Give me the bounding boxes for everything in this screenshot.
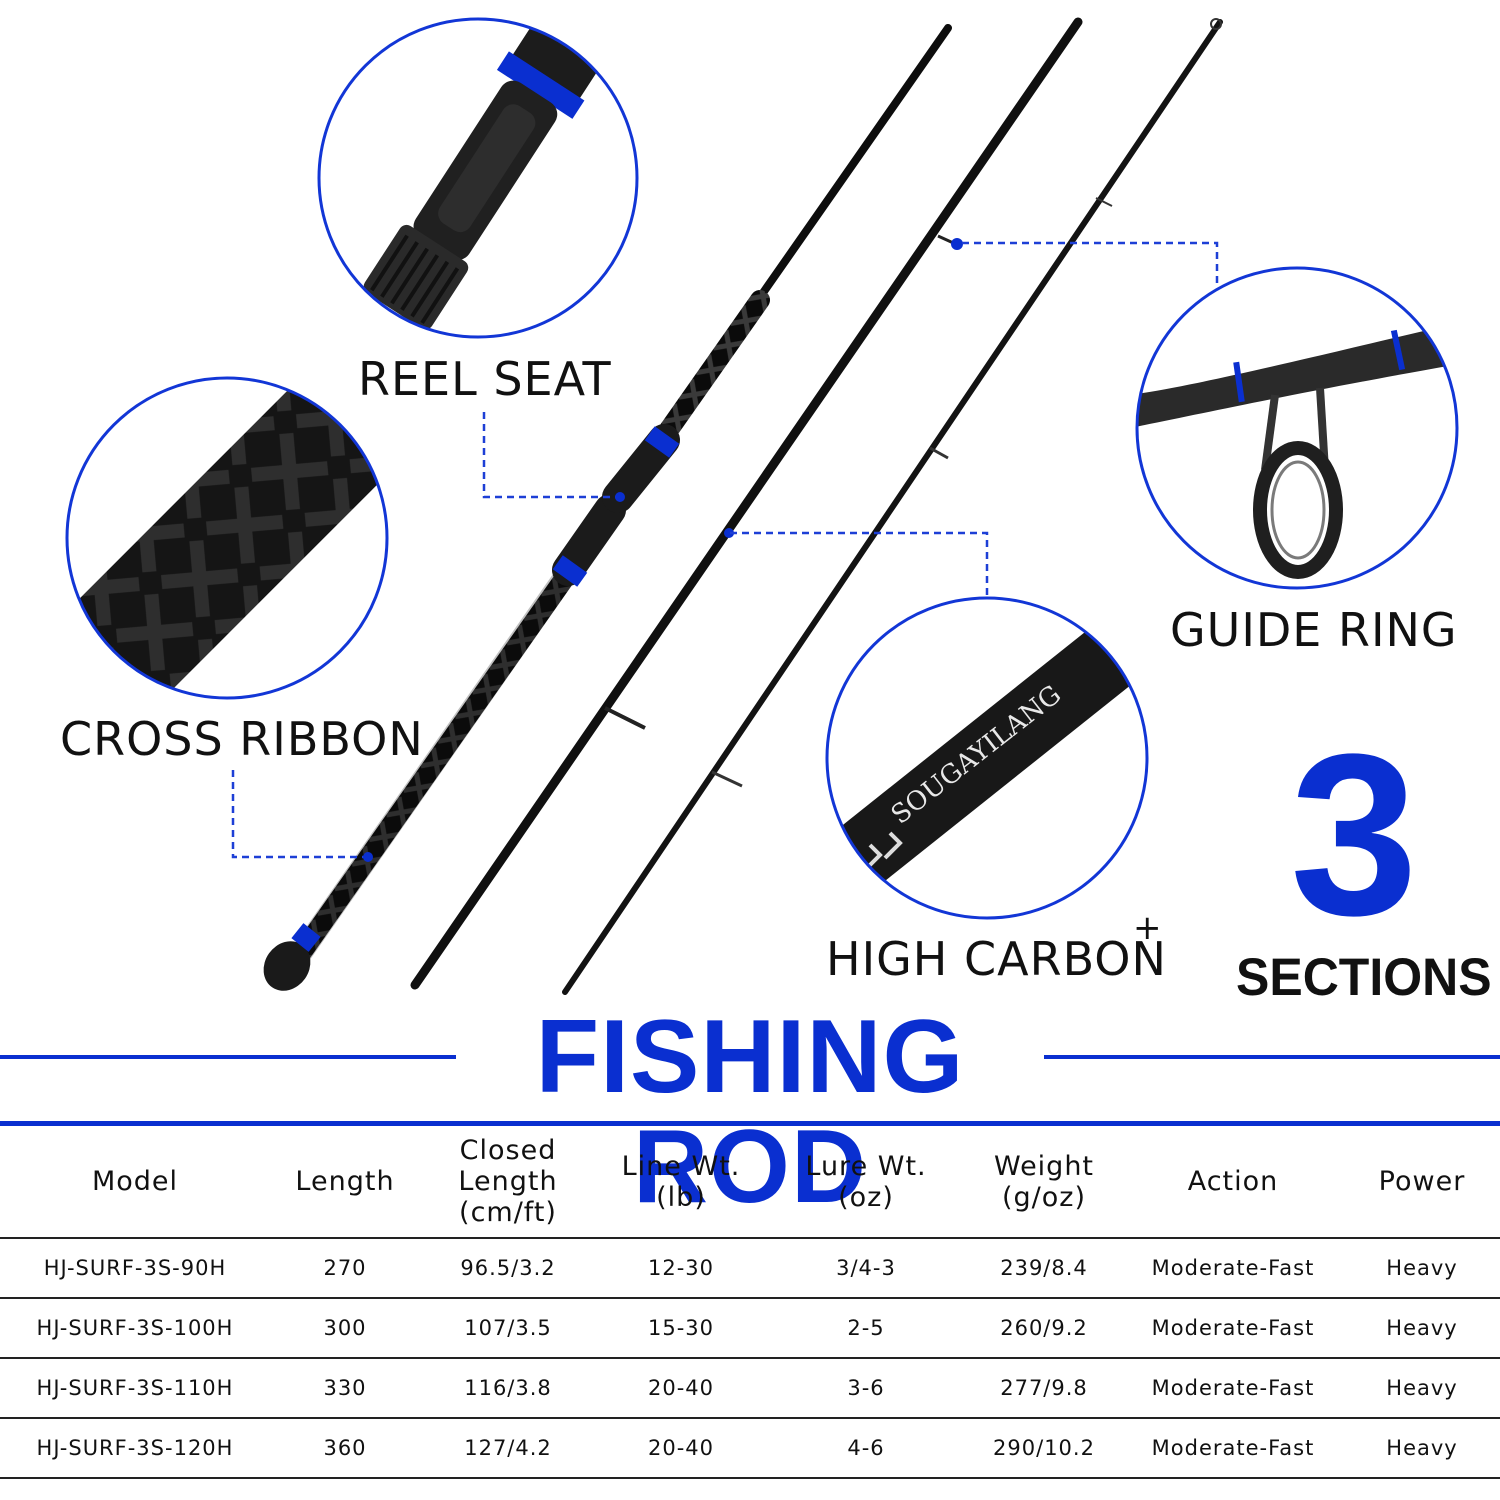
table-top-rule	[0, 1121, 1500, 1126]
table-cell: 277/9.8	[966, 1358, 1122, 1419]
column-header-line: (lb)	[656, 1181, 706, 1213]
table-cell: Heavy	[1344, 1418, 1500, 1479]
column-header-line: Lure Wt.	[805, 1150, 927, 1182]
table-cell: 107/3.5	[420, 1298, 596, 1359]
table-cell: 260/9.2	[966, 1298, 1122, 1359]
table-cell: Moderate-Fast	[1122, 1298, 1344, 1359]
cross-ribbon-zoom	[65, 376, 389, 700]
column-header-line: Weight	[993, 1150, 1095, 1182]
table-cell: 270	[270, 1238, 420, 1299]
column-header: Action	[1122, 1126, 1344, 1239]
reel-seat-label: REEL SEAT	[358, 352, 612, 406]
table-cell: HJ-SURF-3S-90H	[0, 1238, 270, 1299]
table-cell: 239/8.4	[966, 1238, 1122, 1299]
reel-seat-zoom	[317, 17, 639, 339]
column-header-line: (oz)	[838, 1181, 894, 1213]
column-header-line: Model	[91, 1166, 179, 1197]
table-cell: 360	[270, 1418, 420, 1479]
table-cell: Moderate-Fast	[1122, 1238, 1344, 1299]
table-cell: Heavy	[1344, 1238, 1500, 1299]
table-cell: 12-30	[596, 1238, 766, 1299]
column-header-line: Action	[1187, 1166, 1279, 1197]
column-header: Length	[270, 1126, 420, 1239]
table-cell: 127/4.2	[420, 1418, 596, 1479]
table-cell: 3/4-3	[766, 1238, 966, 1299]
table-cell: 2-5	[766, 1298, 966, 1359]
table-cell: 330	[270, 1358, 420, 1419]
high-carbon-label: HIGH CARBON	[826, 932, 1167, 986]
table-cell: 96.5/3.2	[420, 1238, 596, 1299]
sections-label: SECTIONS	[1236, 947, 1492, 1007]
table-cell: 20-40	[596, 1418, 766, 1479]
guide-ring-zoom	[1135, 266, 1459, 590]
table-cell: 4-6	[766, 1418, 966, 1479]
column-header-line: Length	[458, 1166, 558, 1197]
callout-connectors	[231, 241, 1219, 859]
guide-ring-label: GUIDE RING	[1170, 603, 1458, 657]
column-header-line: Length	[295, 1166, 395, 1197]
rod-middle-section	[410, 17, 1083, 990]
table-cell: 3-6	[766, 1358, 966, 1419]
column-header: Power	[1344, 1126, 1500, 1239]
column-header: Lure Wt.(oz)	[766, 1126, 966, 1239]
table-cell: 20-40	[596, 1358, 766, 1419]
rod-tip-section	[562, 18, 1223, 995]
sections-number: 3	[1290, 706, 1418, 963]
cross-ribbon-label: CROSS RIBBON	[60, 712, 424, 766]
column-header-line: (cm/ft)	[459, 1197, 557, 1228]
title-rule-right	[1044, 1055, 1500, 1059]
high-carbon-plus-mark: +	[1133, 908, 1162, 948]
title-rule-left	[0, 1055, 456, 1059]
product-illustration: SOUGAYILANG	[65, 17, 1459, 995]
column-header: Model	[0, 1126, 270, 1239]
table-cell: Moderate-Fast	[1122, 1418, 1344, 1479]
column-header: Line Wt.(lb)	[596, 1126, 766, 1239]
table-cell: HJ-SURF-3S-110H	[0, 1358, 270, 1419]
high-carbon-zoom: SOUGAYILANG	[825, 596, 1149, 920]
table-cell: Heavy	[1344, 1298, 1500, 1359]
column-header-line: Closed	[459, 1135, 557, 1166]
table-cell: 290/10.2	[966, 1418, 1122, 1479]
table-cell: 15-30	[596, 1298, 766, 1359]
table-cell: 116/3.8	[420, 1358, 596, 1419]
column-header-line: (g/oz)	[1002, 1181, 1086, 1213]
table-cell: 300	[270, 1298, 420, 1359]
column-header: Weight(g/oz)	[966, 1126, 1122, 1239]
column-header-line: Power	[1378, 1166, 1466, 1197]
table-cell: HJ-SURF-3S-120H	[0, 1418, 270, 1479]
column-header-line: Line Wt.	[621, 1150, 741, 1182]
table-cell: HJ-SURF-3S-100H	[0, 1298, 270, 1359]
table-cell: Moderate-Fast	[1122, 1358, 1344, 1419]
table-cell: Heavy	[1344, 1358, 1500, 1419]
